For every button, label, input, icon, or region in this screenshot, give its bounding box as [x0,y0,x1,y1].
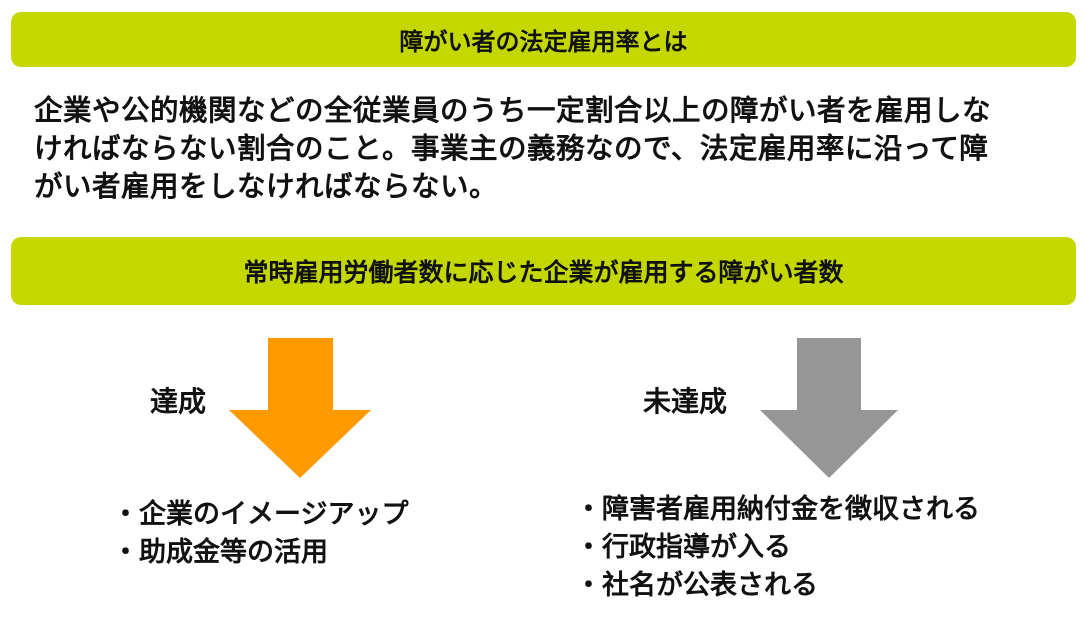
list-item: ・社名が公表される [575,570,818,601]
header-required-count: 常時雇用労働者数に応じた企業が雇用する障がい者数 [11,237,1076,305]
achieved-label: 達成 [150,385,207,418]
definition-line: がい者雇用をしなければならない。 [34,170,499,203]
definition-text: 企業や公的機関などの全従業員のうち一定割合以上の障がい者を雇用しな ければならな… [34,92,1074,206]
header-title: 障がい者の法定雇用率とは [399,28,688,56]
list-item: ・助成金等の活用 [112,537,328,568]
list-item: ・企業のイメージアップ [112,499,409,530]
not-achieved-list: ・障害者雇用納付金を徴収される ・行政指導が入る ・社名が公表される [575,491,980,605]
header-title: 常時雇用労働者数に応じた企業が雇用する障がい者数 [243,258,844,287]
definition-line: ければならない割合のこと。事業主の義務なので、法定雇用率に沿って障 [34,132,989,165]
orange-down-arrow-icon [229,338,371,478]
header-legal-employment-rate: 障がい者の法定雇用率とは [11,12,1076,67]
achieved-list: ・企業のイメージアップ ・助成金等の活用 [112,496,408,572]
gray-down-arrow-icon [760,338,898,478]
definition-line: 企業や公的機関などの全従業員のうち一定割合以上の障がい者を雇用しな [34,94,992,127]
list-item: ・行政指導が入る [575,532,791,563]
list-item: ・障害者雇用納付金を徴収される [575,494,980,525]
not-achieved-label: 未達成 [643,385,728,418]
